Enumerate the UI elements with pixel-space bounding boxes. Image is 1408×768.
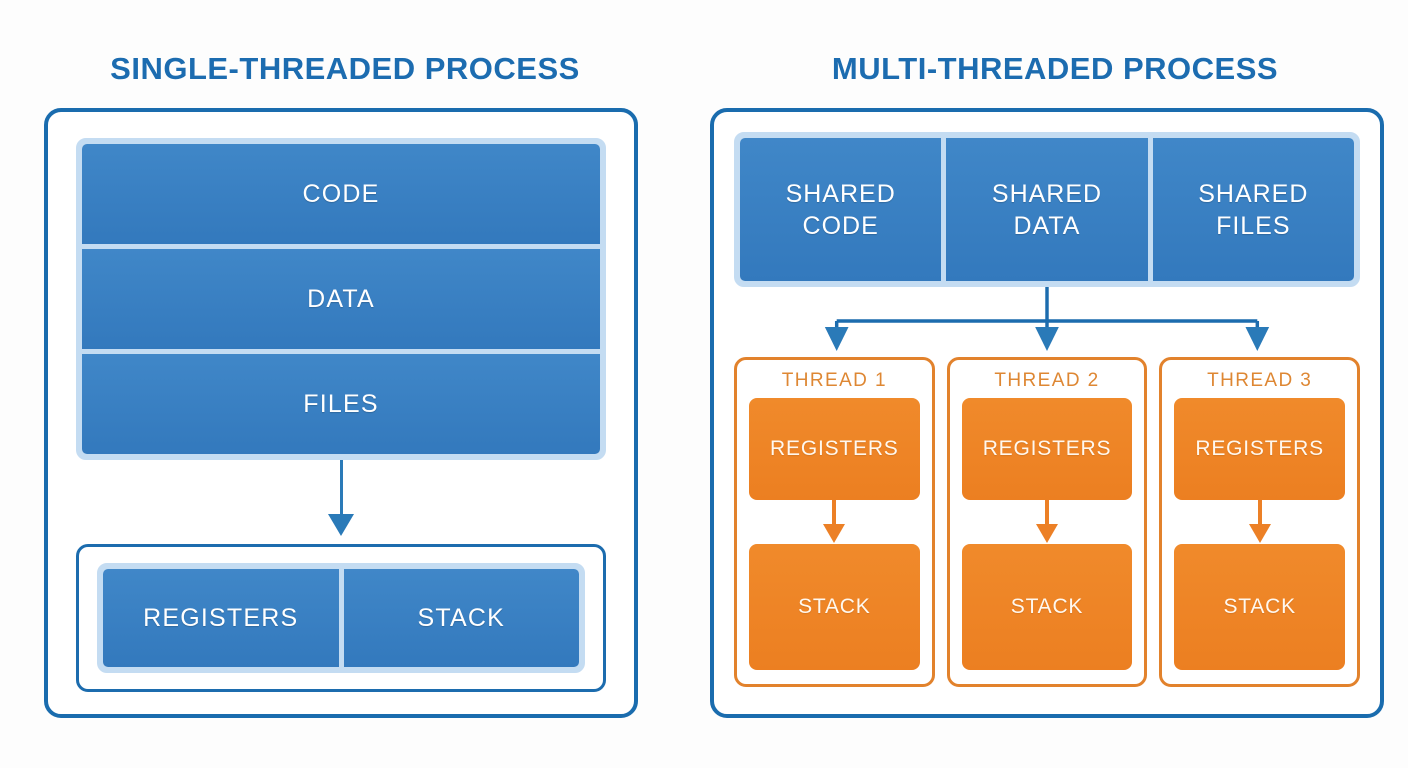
- thread-3-label: THREAD 3: [1207, 370, 1313, 391]
- thread-3-down-arrow-icon: [1174, 500, 1345, 544]
- memory-block-files: FILES: [82, 354, 600, 454]
- thread-3-registers: REGISTERS: [1174, 398, 1346, 500]
- shared-memory-row: SHARED CODE SHARED DATA SHARED FILES: [734, 132, 1360, 287]
- thread-box-3: THREAD 3 REGISTERS STACK: [1159, 357, 1361, 687]
- thread-3-stack: STACK: [1174, 544, 1346, 670]
- single-threaded-process-panel: CODE DATA FILES REGISTERS STACK: [44, 108, 638, 718]
- thread-1-label: THREAD 1: [781, 370, 887, 391]
- multi-threaded-column: MULTI-THREADED PROCESS SHARED CODE SHARE…: [684, 0, 1408, 768]
- thread-2-label: THREAD 2: [994, 370, 1100, 391]
- arrow-stem: [1257, 500, 1262, 526]
- down-arrow-icon: [76, 460, 606, 544]
- memory-block-data: DATA: [82, 249, 600, 349]
- thread-1-stack: STACK: [749, 544, 920, 670]
- memory-block-code: CODE: [82, 144, 600, 244]
- fanout-arrow-head-2: [1035, 327, 1059, 351]
- arrow-head: [823, 524, 846, 543]
- fanout-arrow-head-3: [1245, 327, 1270, 351]
- multi-threaded-process-panel: SHARED CODE SHARED DATA SHARED FILES: [710, 108, 1384, 718]
- shared-code-line2: CODE: [802, 211, 879, 240]
- thread-local-box: REGISTERS STACK: [76, 544, 606, 692]
- thread-1-registers: REGISTERS: [749, 398, 920, 500]
- arrow-head: [1248, 524, 1271, 543]
- arrow-head: [328, 514, 354, 536]
- arrow-stem: [832, 500, 837, 526]
- shared-data-line1: SHARED: [991, 179, 1103, 208]
- shared-block-data: SHARED DATA: [946, 138, 1148, 281]
- single-threaded-title: SINGLE-THREADED PROCESS: [110, 51, 580, 86]
- thread-box-2: THREAD 2 REGISTERS STACK: [946, 357, 1148, 687]
- process-memory-frame: CODE DATA FILES: [76, 138, 606, 460]
- threads-row: THREAD 1 REGISTERS STACK THREAD 2 REGIST…: [734, 357, 1361, 687]
- shared-files-line1: SHARED: [1198, 179, 1309, 208]
- thread-local-registers: REGISTERS: [103, 569, 339, 667]
- single-threaded-column: SINGLE-THREADED PROCESS CODE DATA FILES …: [0, 0, 684, 768]
- thread-2-down-arrow-icon: [962, 500, 1133, 544]
- fanout-arrow-head-1: [824, 327, 849, 351]
- multi-threaded-title: MULTI-THREADED PROCESS: [831, 51, 1279, 86]
- thread-1-down-arrow-icon: [749, 500, 920, 544]
- thread-2-registers: REGISTERS: [961, 398, 1133, 500]
- arrow-stem: [339, 460, 343, 516]
- thread-local-row: REGISTERS STACK: [97, 563, 585, 673]
- shared-data-line2: DATA: [1013, 211, 1081, 240]
- thread-local-stack: STACK: [343, 569, 579, 667]
- thread-box-1: THREAD 1 REGISTERS STACK: [734, 357, 935, 687]
- shared-block-files: SHARED FILES: [1152, 138, 1354, 281]
- shared-code-line1: SHARED: [785, 179, 896, 208]
- arrow-stem: [1045, 500, 1049, 526]
- shared-block-code: SHARED CODE: [740, 138, 942, 281]
- arrow-head: [1036, 524, 1058, 543]
- fan-out-connector-icon: [824, 287, 1270, 351]
- thread-2-stack: STACK: [961, 544, 1133, 670]
- shared-files-line2: FILES: [1216, 211, 1291, 240]
